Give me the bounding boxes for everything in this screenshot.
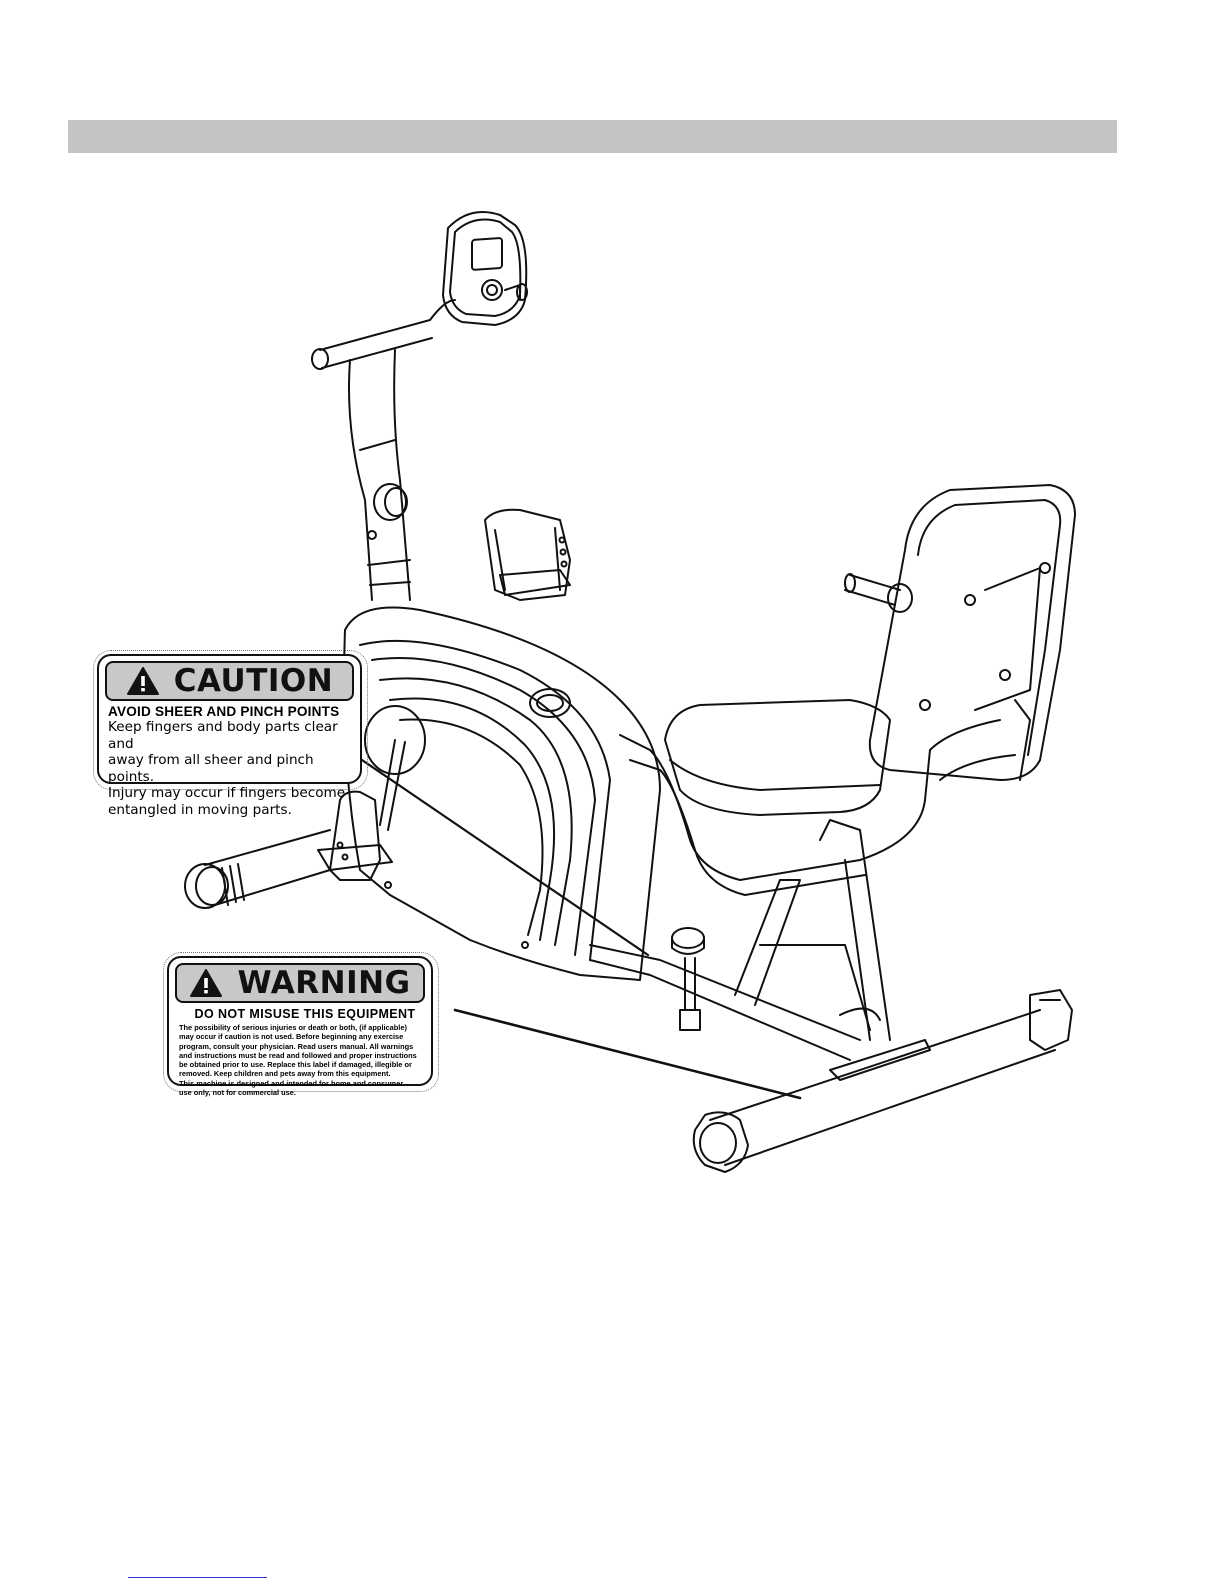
warning-subheading: DO NOT MISUSE THIS EQUIPMENT (194, 1007, 416, 1021)
seat-adjust-knob (671, 927, 705, 1031)
footer-link-underline[interactable] (128, 1577, 267, 1578)
warning-line-5: be obtained prior to use. Replace this l… (179, 1060, 412, 1070)
rear-handle (844, 573, 913, 613)
caution-header: CAUTION (105, 661, 354, 701)
warning-line-8: use only, not for commercial use. (179, 1088, 296, 1098)
backrest (868, 484, 1076, 781)
right-pedal (484, 508, 571, 601)
caution-line-3: Injury may occur if fingers become (108, 785, 346, 801)
warning-line-2: may occur if caution is not used. Before… (179, 1032, 404, 1042)
caution-label-outline (93, 650, 368, 790)
caution-label: CAUTION AVOID SHEER AND PINCH POINTS Kee… (97, 654, 362, 818)
main-rail (589, 819, 931, 1081)
upright-post (348, 349, 411, 601)
rear-stabilizer (692, 989, 1073, 1173)
warning-line-4: and instructions must be read and follow… (179, 1050, 417, 1060)
left-pedal (317, 790, 393, 881)
console-display (442, 211, 528, 326)
front-stabilizer (184, 829, 331, 909)
caution-line-2: away from all sheer and pinch points. (108, 752, 314, 785)
section-header-bar (68, 120, 1117, 153)
main-housing (343, 606, 661, 981)
warning-triangle-icon (190, 969, 223, 997)
warning-line-7: This machine is designed and intended fo… (179, 1078, 404, 1088)
warning-triangle-icon (126, 667, 159, 695)
warning-line-6: removed. Keep children and pets away fro… (179, 1069, 391, 1079)
caution-line-1: Keep fingers and body parts clear and (108, 719, 338, 752)
front-handlebar (311, 283, 528, 370)
caution-subheading: AVOID SHEER AND PINCH POINTS (108, 704, 340, 719)
warning-title: WARNING (237, 965, 411, 1001)
seat-cushion (664, 699, 891, 816)
warning-label: WARNING DO NOT MISUSE THIS EQUIPMENT The… (167, 956, 433, 1097)
warning-header: WARNING (175, 963, 425, 1003)
warning-leader-line (453, 1008, 802, 1100)
caution-title: CAUTION (173, 663, 334, 699)
caution-line-4: entangled in moving parts. (108, 801, 292, 818)
warning-label-outline (163, 952, 439, 1092)
warning-line-1: The possibility of serious injuries or d… (179, 1023, 407, 1032)
caution-leader-line (360, 758, 650, 957)
seat-frame (619, 699, 1031, 896)
warning-line-3: program, consult your physician. Read us… (179, 1041, 414, 1051)
